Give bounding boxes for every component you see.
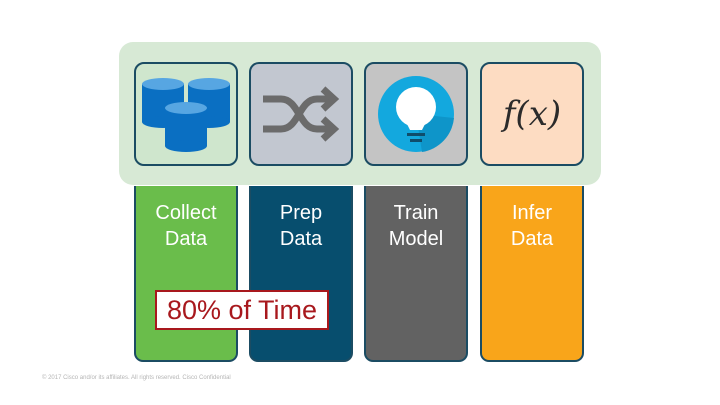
stage-label-line: Data <box>279 228 323 250</box>
train-model-tile <box>364 62 468 166</box>
stage-label-line: Data <box>510 228 554 250</box>
stage-label-line: Infer <box>511 202 553 224</box>
lightbulb-icon <box>378 76 454 152</box>
collect-data-tile <box>134 62 238 166</box>
function-icon: f(x) <box>502 94 562 134</box>
database-icon <box>142 78 230 152</box>
collect-data-column: Collect Data <box>134 186 238 362</box>
stage-label-line: Model <box>388 228 444 250</box>
stage-label-line: Data <box>164 228 208 250</box>
infer-data-column: Infer Data <box>480 186 584 362</box>
prep-data-column: Prep Data <box>249 186 353 362</box>
stage-label-line: Collect <box>155 202 217 224</box>
stage-label-line: Prep <box>279 202 323 224</box>
stage-label-line: Train <box>393 202 439 224</box>
infer-data-tile: f(x) <box>480 62 584 166</box>
time-callout: 80% of Time <box>155 290 329 330</box>
shuffle-icon <box>263 86 340 142</box>
prep-data-tile <box>249 62 353 166</box>
train-model-column: Train Model <box>364 186 468 362</box>
copyright-footer: © 2017 Cisco and/or its affiliates. All … <box>42 375 231 381</box>
